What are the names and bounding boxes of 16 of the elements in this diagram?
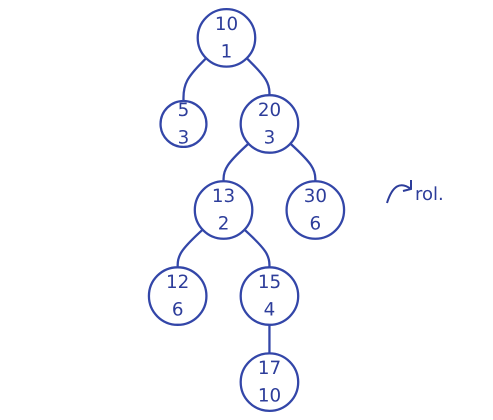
node-circle: 13 2 <box>194 180 254 240</box>
node-circle: 20 3 <box>240 94 300 154</box>
connector <box>182 57 207 101</box>
connector <box>176 228 204 268</box>
connector <box>268 324 271 354</box>
node-circle: 17 10 <box>240 352 300 412</box>
connector <box>290 142 316 182</box>
node-circle: 10 1 <box>196 8 256 68</box>
node-circle: 30 6 <box>285 180 346 240</box>
connector <box>222 142 250 182</box>
node-circle: 12 6 <box>148 266 208 326</box>
node-circle: 5 3 <box>159 100 208 148</box>
rotation-note: rol. <box>415 184 444 205</box>
node-circle: 15 4 <box>240 266 300 326</box>
connector <box>244 228 271 268</box>
connector <box>246 57 271 96</box>
